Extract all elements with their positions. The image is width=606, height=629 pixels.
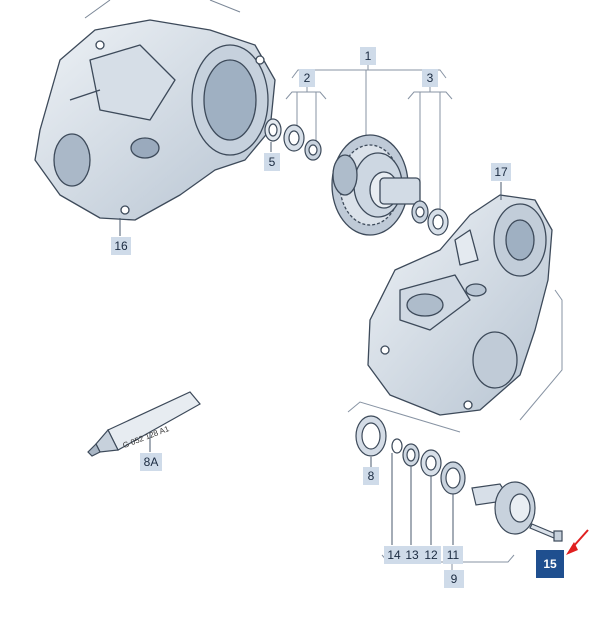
bracket-lines-1 [291,64,447,140]
callout-1: 1 [360,47,376,65]
callout-11: 11 [443,546,463,564]
housing-17-bracket-lines [347,289,563,433]
top-bracket-lines [84,0,241,19]
callout-13: 13 [402,546,422,564]
callout-16: 16 [111,237,131,255]
bolt-part-15 [529,523,563,542]
shim-part-5 [264,118,282,142]
callout-3: 3 [422,69,438,87]
seal-part-11 [440,461,466,495]
callout-8: 8 [363,467,379,485]
callout-15[interactable]: 15 [536,550,564,578]
flange-shaft-part [471,481,536,535]
part-leader-lines [391,453,454,545]
callout-17: 17 [491,163,511,181]
callout-8A: 8A [140,453,162,471]
washer-part-13 [402,443,420,467]
callout-12: 12 [421,546,441,564]
differential-gear-part-1 [331,134,421,236]
circlip-part-14 [391,438,403,454]
bearing-part-2 [283,124,322,161]
sealant-tube-part-8A [87,391,201,457]
callout-2: 2 [299,69,315,87]
highlight-arrow-icon [566,529,589,555]
bearing-part-3 [411,200,449,236]
clutch-housing-part-16 [34,19,276,221]
bearing-part-12 [420,449,442,477]
seal-ring-part-8 [355,415,387,457]
callout-14: 14 [384,546,404,564]
bracket-lines-2 [285,86,327,142]
gearbox-housing-part-17 [367,194,553,416]
callout-5: 5 [264,153,280,171]
callout-9: 9 [444,570,464,588]
